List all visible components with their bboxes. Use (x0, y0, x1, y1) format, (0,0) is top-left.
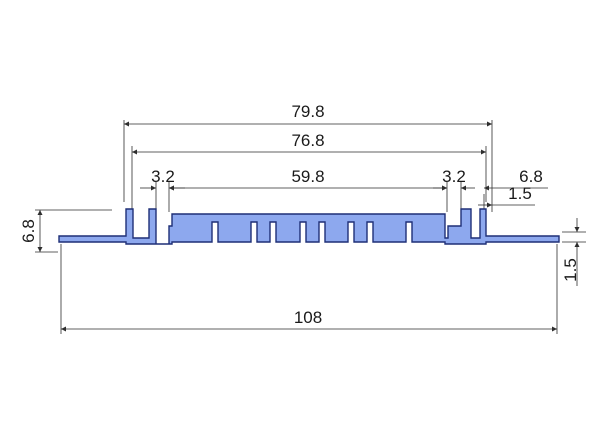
dim-base-thickness: 1.5 (561, 258, 580, 282)
dim-right-offset: 6.8 (519, 167, 543, 186)
dim-channel-right: 3.2 (442, 167, 466, 186)
dim-overall-width: 108 (294, 308, 322, 327)
dim-channel-left: 3.2 (151, 167, 175, 186)
profile-cross-section (58, 208, 560, 245)
dim-rib-height: 6.8 (19, 219, 38, 243)
dim-inner-rib-span: 76.8 (291, 131, 324, 150)
extension-lines (35, 120, 586, 334)
dim-channel-span: 59.8 (291, 167, 324, 186)
dimension-lines (37, 121, 580, 332)
dim-rib-thickness: 1.5 (508, 184, 532, 203)
dim-outer-rib-span: 79.8 (291, 102, 324, 121)
